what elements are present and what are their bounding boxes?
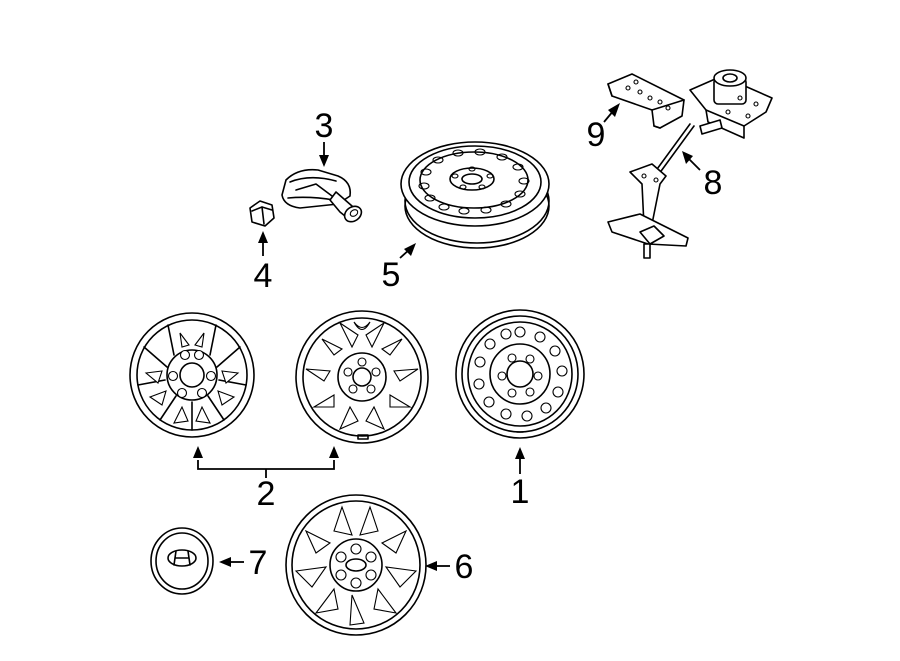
- spare-bracket: [607, 73, 685, 129]
- leader-lines: [193, 103, 701, 571]
- center-cap: [150, 527, 214, 595]
- callout-5: 5: [382, 256, 401, 294]
- steel-wheel: [455, 309, 585, 439]
- alloy-wheel-multi-spoke: [295, 310, 429, 444]
- spare-wheel: [400, 141, 550, 249]
- callout-1: 1: [511, 473, 530, 511]
- valve-nut: [249, 200, 275, 227]
- callout-7: 7: [249, 544, 268, 582]
- wheel-cover: [285, 494, 427, 636]
- callout-8: 8: [704, 164, 723, 202]
- callout-3: 3: [315, 107, 334, 145]
- callout-6: 6: [455, 548, 474, 586]
- spare-carrier: [607, 69, 773, 259]
- callout-4: 4: [254, 257, 273, 295]
- callout-2: 2: [257, 475, 276, 513]
- alloy-wheel-ten-spoke: [129, 312, 255, 438]
- callout-9: 9: [587, 116, 606, 154]
- callout-labels: 3 4 5 9 8 1 2 7 6: [249, 107, 723, 586]
- tpms-sensor: [281, 168, 363, 223]
